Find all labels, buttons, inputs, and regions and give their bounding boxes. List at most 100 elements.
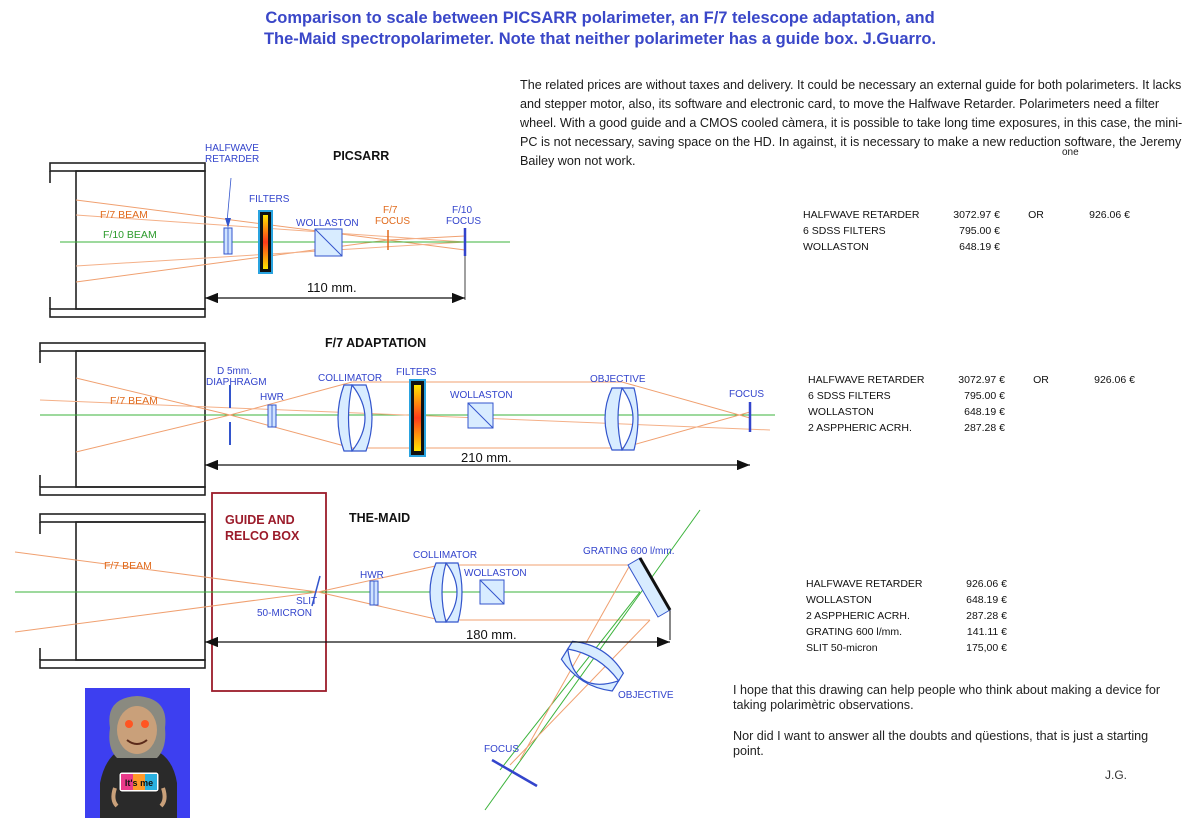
maid-grating: [627, 557, 672, 618]
price-or: OR: [1028, 209, 1044, 221]
witch-picture: It's me: [85, 688, 190, 818]
picsarr-label-f10-focus-2: FOCUS: [446, 216, 481, 227]
adaptation-section: F/7 ADAPTATION D 5mm. DIAPHRAGM HWR COLL…: [39, 336, 775, 496]
price-row: 2 ASPPHERIC ACRH. 287.28 €: [806, 608, 1007, 624]
diagram-title: Comparison to scale between PICSARR pola…: [150, 8, 1050, 50]
price-item-name: SLIT 50-micron: [806, 642, 878, 654]
title-line-2: The-Maid spectropolarimeter. Note that n…: [263, 30, 937, 48]
price-item-name: WOLLASTON: [803, 241, 869, 253]
picsarr-price-table: HALFWAVE RETARDER 3072.97 € OR 926.06 € …: [803, 207, 1130, 255]
picsarr-label-halfwave-1: HALFWAVE: [205, 143, 259, 154]
signature: J.G.: [1105, 768, 1128, 782]
maid-collimator: [429, 562, 463, 623]
closing-note: I hope that this drawing can help people…: [733, 683, 1173, 775]
adaptation-label-f7-beam: F/7 BEAM: [110, 395, 158, 407]
maid-label-f7-beam: F/7 BEAM: [104, 560, 152, 572]
picsarr-label-f10-focus-1: F/10: [452, 205, 472, 216]
maid-label-slit-1: SLIT: [296, 596, 317, 607]
adaptation-telescope: [39, 342, 206, 496]
adaptation-label-hwr: HWR: [260, 392, 284, 403]
witch-badge-text: It's me: [125, 778, 153, 788]
picsarr-telescope: [49, 162, 206, 318]
adaptation-price-table: HALFWAVE RETARDER 3072.97 € OR 926.06 € …: [808, 372, 1135, 436]
adaptation-label-focus: FOCUS: [729, 389, 764, 400]
picsarr-label-f7-beam: F/7 BEAM: [100, 209, 148, 221]
price-item-name: GRATING 600 l/mm.: [806, 626, 903, 638]
maid-label-objective: OBJECTIVE: [618, 690, 674, 701]
picsarr-label-f7-focus-1: F/7: [383, 205, 398, 216]
price-row: HALFWAVE RETARDER 3072.97 € OR 926.06 €: [808, 372, 1135, 388]
picsarr-distance: 110 mm.: [307, 280, 357, 295]
price-item-value: 175,00 €: [966, 642, 1007, 654]
adaptation-distance: 210 mm.: [461, 450, 512, 465]
price-item-value: 3072.97 €: [958, 374, 1005, 386]
price-row: WOLLASTON 648.19 €: [808, 404, 1135, 420]
picsarr-label-halfwave-2: RETARDER: [205, 154, 259, 165]
price-item-name: 6 SDSS FILTERS: [803, 225, 886, 237]
maid-label-wollaston: WOLLASTON: [464, 568, 527, 579]
price-row: SLIT 50-micron 175,00 €: [806, 640, 1007, 656]
maid-beams: [14, 509, 701, 811]
maid-objective: [560, 640, 625, 692]
price-row: HALFWAVE RETARDER 926.06 €: [806, 576, 1007, 592]
price-item-value: 141.11 €: [966, 626, 1007, 638]
maid-telescope: [39, 513, 206, 669]
picsarr-label-f10-beam: F/10 BEAM: [103, 229, 157, 241]
price-alt-value: 926.06 €: [1089, 209, 1130, 221]
maid-distance: 180 mm.: [466, 627, 517, 642]
picsarr-section: PICSARR HALFWAVE RETARDER FILTERS WOLLAS…: [49, 143, 510, 318]
maid-price-table: HALFWAVE RETARDER 926.06 € WOLLASTON 648…: [806, 576, 1007, 656]
price-item-name: HALFWAVE RETARDER: [806, 578, 923, 590]
price-item-value: 926.06 €: [966, 578, 1007, 590]
maid-label-hwr: HWR: [360, 570, 384, 581]
price-item-value: 287.28 €: [966, 610, 1007, 622]
picsarr-label-f7-focus-2: FOCUS: [375, 216, 410, 227]
maid-label-grating: GRATING 600 l/mm.: [583, 546, 675, 557]
price-row: WOLLASTON 648.19 €: [806, 592, 1007, 608]
price-or: OR: [1033, 374, 1049, 386]
price-item-name: WOLLASTON: [806, 594, 872, 606]
price-item-value: 648.19 €: [964, 406, 1005, 418]
price-item-name: 2 ASPPHERIC ACRH.: [806, 610, 910, 622]
price-item-name: 6 SDSS FILTERS: [808, 390, 891, 402]
price-row: WOLLASTON 648.19 €: [803, 239, 1130, 255]
maid-focus-mark: [491, 758, 538, 788]
adaptation-objective: [604, 387, 639, 451]
price-row: HALFWAVE RETARDER 3072.97 € OR 926.06 €: [803, 207, 1130, 223]
maid-label-focus: FOCUS: [484, 744, 519, 755]
intro-paragraph: The related prices are without taxes and…: [520, 76, 1196, 171]
maid-label-guide-1: GUIDE AND: [225, 513, 295, 527]
intro-text: The related prices are without taxes and…: [520, 78, 1183, 168]
title-line-1: Comparison to scale between PICSARR pola…: [265, 9, 935, 27]
adaptation-beams: [39, 377, 775, 453]
price-item-name: WOLLASTON: [808, 406, 874, 418]
picsarr-title: PICSARR: [333, 149, 389, 163]
adaptation-collimator: [337, 384, 373, 452]
note-paragraph-2: Nor did I want to answer all the doubts …: [733, 729, 1149, 758]
adaptation-label-objective: OBJECTIVE: [590, 374, 646, 385]
price-item-value: 795.00 €: [959, 225, 1000, 237]
adaptation-title: F/7 ADAPTATION: [325, 336, 426, 350]
maid-title: THE-MAID: [349, 511, 410, 525]
intro-one-annotation: one: [1062, 147, 1079, 158]
price-item-name: 2 ASPPHERIC ACRH.: [808, 422, 912, 434]
price-row: 6 SDSS FILTERS 795.00 €: [803, 223, 1130, 239]
price-item-value: 3072.97 €: [953, 209, 1000, 221]
maid-label-collimator: COLLIMATOR: [413, 550, 477, 561]
adaptation-label-filters: FILTERS: [396, 367, 437, 378]
maid-label-slit-2: 50-MICRON: [257, 608, 312, 619]
adaptation-label-diaphragm-1: D 5mm.: [217, 366, 252, 377]
price-item-value: 287.28 €: [964, 422, 1005, 434]
note-paragraph-1: I hope that this drawing can help people…: [733, 683, 1161, 712]
maid-section: THE-MAID GUIDE AND RELCO BOX F/7 BEAM SL…: [14, 492, 701, 811]
picsarr-label-filters: FILTERS: [249, 194, 290, 205]
picsarr-label-wollaston: WOLLASTON: [296, 218, 359, 229]
price-alt-value: 926.06 €: [1094, 374, 1135, 386]
maid-label-guide-2: RELCO BOX: [225, 529, 300, 543]
adaptation-label-collimator: COLLIMATOR: [318, 373, 382, 384]
adaptation-label-wollaston: WOLLASTON: [450, 390, 513, 401]
price-item-value: 648.19 €: [959, 241, 1000, 253]
price-item-value: 648.19 €: [966, 594, 1007, 606]
price-row: 2 ASPPHERIC ACRH. 287.28 €: [808, 420, 1135, 436]
